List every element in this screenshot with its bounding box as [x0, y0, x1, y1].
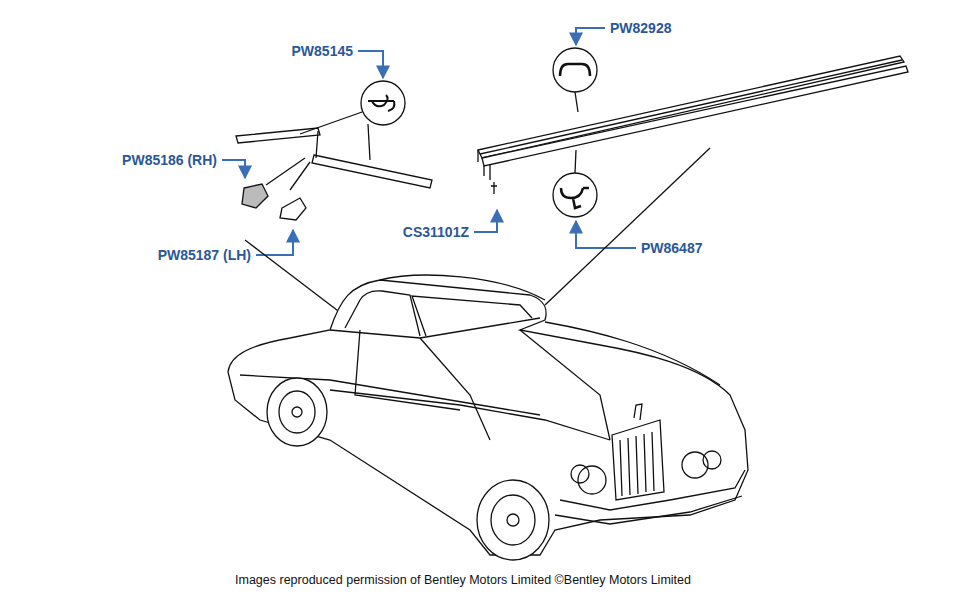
part-number: CS31101Z: [402, 224, 470, 240]
part-number: PW85187 (LH): [157, 247, 252, 263]
car-illustration: [228, 275, 748, 560]
part-number: PW85186 (RH): [121, 152, 218, 168]
part-number: PW86487: [640, 240, 703, 256]
part-number: PW82928: [609, 20, 672, 36]
copyright-caption: Images reproduced permission of Bentley …: [235, 573, 691, 588]
part-details: [236, 48, 908, 320]
part-number: PW85145: [291, 43, 354, 59]
